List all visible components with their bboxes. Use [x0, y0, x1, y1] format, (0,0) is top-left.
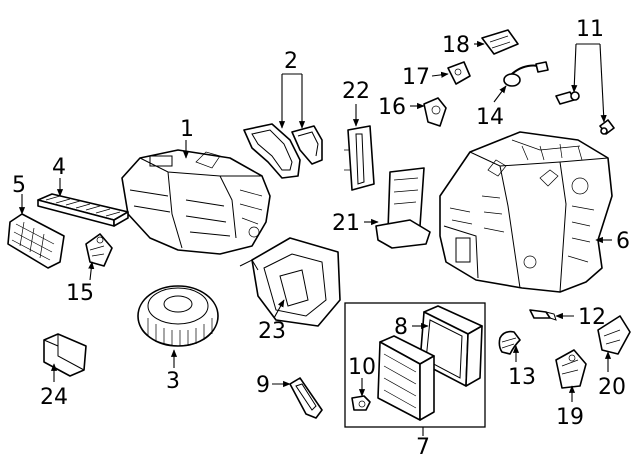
callout-22: 22 — [342, 79, 370, 104]
callout-3: 3 — [166, 369, 180, 394]
leader-lines — [18, 40, 612, 436]
callout-10: 10 — [348, 355, 376, 380]
part-16-actuator[interactable] — [423, 97, 447, 127]
part-6-hvac-assembly[interactable] — [439, 131, 613, 293]
part-24-module[interactable] — [43, 333, 87, 377]
part-12-sensor[interactable] — [529, 309, 557, 321]
part-17-actuator[interactable] — [447, 61, 471, 85]
callout-8: 8 — [394, 315, 408, 340]
callout-15: 15 — [66, 281, 94, 306]
callout-1: 1 — [180, 117, 194, 142]
callout-16: 16 — [378, 95, 406, 120]
callout-19: 19 — [556, 405, 584, 430]
callout-6: 6 — [616, 229, 630, 254]
callout-14: 14 — [476, 105, 504, 130]
callout-7: 7 — [416, 435, 430, 460]
callout-18: 18 — [442, 33, 470, 58]
part-3-blower-motor[interactable] — [137, 285, 219, 347]
callout-4: 4 — [52, 155, 66, 180]
part-23-lower-case[interactable] — [239, 237, 341, 327]
callout-5: 5 — [12, 173, 26, 198]
part-4-cabin-filter[interactable] — [37, 193, 129, 227]
callout-2: 2 — [284, 49, 298, 74]
part-19-actuator[interactable] — [555, 349, 587, 389]
callout-numbers: 1 2 3 4 5 6 7 8 9 10 11 12 13 14 15 16 1… — [12, 17, 630, 460]
part-10-evaporator-core[interactable] — [377, 335, 435, 421]
callout-13: 13 — [508, 365, 536, 390]
part-11-sensors[interactable] — [555, 91, 615, 135]
part-22-duct[interactable] — [344, 125, 375, 191]
callout-9: 9 — [256, 373, 270, 398]
part-2-seals[interactable] — [243, 123, 323, 179]
callout-21: 21 — [332, 211, 360, 236]
part-10-fitting[interactable] — [351, 395, 371, 411]
part-1-hvac-case[interactable] — [121, 149, 271, 255]
callout-11: 11 — [576, 17, 604, 42]
part-21-blower-resistor[interactable] — [375, 167, 431, 249]
part-7-kit-box — [344, 302, 486, 428]
part-15-actuator[interactable] — [85, 233, 113, 267]
part-18-actuator[interactable] — [481, 29, 519, 55]
part-13-hose[interactable] — [498, 330, 521, 355]
part-9-seal[interactable] — [289, 377, 323, 419]
part-5-filter-door[interactable] — [7, 213, 65, 269]
callout-23: 23 — [258, 319, 286, 344]
callout-12: 12 — [578, 305, 606, 330]
callout-24: 24 — [40, 385, 68, 410]
callout-17: 17 — [402, 65, 430, 90]
part-14-harness[interactable] — [503, 61, 549, 87]
part-20-actuator[interactable] — [597, 315, 631, 355]
callout-20: 20 — [598, 375, 626, 400]
